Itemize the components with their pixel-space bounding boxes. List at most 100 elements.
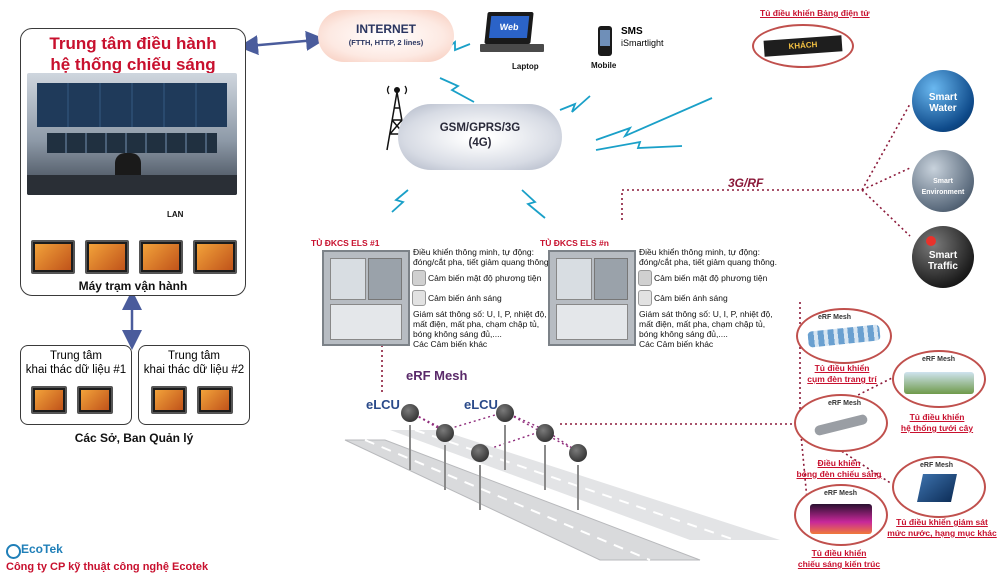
elcu-label-2: eLCU — [464, 397, 498, 412]
sensor-density-icon-n — [638, 270, 652, 286]
brand-company: Công ty CP kỹ thuật công nghệ Ecotek — [6, 561, 209, 573]
device-irrigation-l2: hệ thống tưới cây — [900, 423, 974, 433]
mobile-phone-icon — [598, 26, 612, 56]
cabinet-n-m2: mất điện, mất pha, chạm chập tủ, — [639, 319, 766, 329]
internet-sub: (FTTH, HTTP, 2 lines) — [348, 38, 424, 47]
cabinet-n-d2: đóng/cắt pha, tiết giảm quang thông. — [639, 257, 777, 267]
device-decor-l2: cụm đèn trang trí — [807, 374, 877, 384]
cabinet-n-title: TỦ ĐKCS ELS #n — [540, 238, 609, 248]
smart-traffic-l2: Traffic — [927, 261, 958, 272]
smart-traffic-l1: Smart — [928, 250, 958, 261]
device-water-l2: mức nước, hạng mục khác — [887, 528, 997, 538]
smart-environment-l2: Environment — [921, 189, 965, 196]
smart-water-l1: Smart — [928, 92, 958, 103]
device-streetlight-l1: Điều khiển — [817, 458, 861, 468]
device-streetlight-oval: eRF Mesh — [794, 394, 888, 452]
cabinet-n-m4: Các Cảm biến khác — [639, 339, 714, 349]
sensor-density-icon-1 — [412, 270, 426, 286]
data-center-2-monitor-1 — [151, 386, 187, 414]
cabinet-1-d1: Điều khiển thông minh, tự động: — [413, 247, 534, 257]
device-irrigation-oval: eRF Mesh — [892, 350, 986, 408]
data-center-2-line2: khai thác dữ liệu #2 — [143, 364, 245, 376]
smart-environment-l1: Smart — [933, 178, 953, 185]
cabinet-1-d2: đóng/cắt pha, tiết giảm quang thông. — [413, 257, 551, 267]
data-center-1-monitor-2 — [77, 386, 113, 414]
data-center-1-monitor-1 — [31, 386, 67, 414]
lan-label: LAN — [167, 210, 184, 219]
smart-water-sphere: Smart Water — [912, 70, 974, 132]
cabinet-1-image — [322, 250, 410, 346]
workstation-monitor-1 — [31, 240, 75, 274]
control-room-photo — [27, 73, 237, 195]
elcu-node-3 — [471, 444, 489, 462]
data-center-1-line2: khai thác dữ liệu #1 — [25, 364, 127, 376]
cabinet-n-image — [548, 250, 636, 346]
gsm-line1: GSM/GPRS/3G — [439, 122, 521, 134]
device-architecture-l2: chiếu sáng kiến trúc — [797, 559, 881, 569]
cabinet-1-m3: bóng không sáng đủ,.... — [413, 329, 502, 339]
control-center-panel: Trung tâm điều hành hệ thống chiếu sáng … — [20, 28, 246, 296]
departments-label: Các Sở, Ban Quản lý — [74, 431, 194, 445]
erf-mesh-label: eRF Mesh — [406, 368, 468, 383]
cabinet-1-m2: mất điện, mất pha, chạm chập tủ, — [413, 319, 540, 329]
device-architecture-l1: Tủ điều khiển — [811, 548, 867, 558]
smart-environment-sphere: Smart Environment — [912, 150, 974, 212]
cabinet-1-s1: Cảm biến mật độ phương tiện — [428, 273, 542, 283]
cabinet-n-m1: Giám sát thông số: U, I, P, nhiệt độ, — [639, 309, 773, 319]
cabinet-n-s1: Cảm biến mật độ phương tiện — [654, 273, 768, 283]
device-decor-l1: Tủ điều khiển — [814, 363, 870, 373]
elcu-node-5 — [536, 424, 554, 442]
workstation-monitor-2 — [85, 240, 129, 274]
workstation-monitor-4 — [193, 240, 237, 274]
device-water-oval: eRF Mesh — [892, 456, 986, 518]
control-center-title-1: Trung tâm điều hành — [49, 34, 217, 53]
mobile-sms: SMS — [621, 26, 643, 37]
rf-label: 3G/RF — [728, 176, 764, 190]
billboard-oval: KHÁCH — [752, 24, 854, 68]
device-architecture-tag: eRF Mesh — [824, 490, 858, 497]
brand-logo: EcoTek — [21, 542, 63, 556]
device-irrigation-tag: eRF Mesh — [922, 356, 956, 363]
cabinet-1-s2: Cảm biến ánh sáng — [428, 293, 502, 303]
wireless-bolts — [391, 40, 713, 219]
workstation-monitor-3 — [139, 240, 183, 274]
sensor-light-icon-1 — [412, 290, 426, 306]
smart-traffic-sphere: Smart Traffic — [912, 226, 974, 288]
device-architecture-oval: eRF Mesh — [794, 484, 888, 546]
data-center-2-line1: Trung tâm — [168, 350, 220, 362]
laptop-icon: Web — [484, 12, 534, 44]
gsm-line2: (4G) — [468, 137, 492, 149]
device-irrigation-l1: Tủ điều khiển — [909, 412, 965, 422]
device-streetlight-l2: bóng đèn chiếu sáng — [796, 469, 882, 479]
gsm-cloud: GSM/GPRS/3G (4G) — [398, 104, 562, 170]
data-center-2: Trung tâm khai thác dữ liệu #2 — [138, 345, 250, 425]
elcu-node-6 — [569, 444, 587, 462]
cabinet-n-d1: Điều khiển thông minh, tự động: — [639, 247, 760, 257]
ecotek-logo-icon — [6, 544, 21, 559]
arrow-control-internet — [238, 30, 326, 56]
device-streetlight-tag: eRF Mesh — [828, 400, 862, 407]
elcu-node-2 — [436, 424, 454, 442]
internet-title: INTERNET — [356, 22, 416, 36]
data-center-1-line1: Trung tâm — [50, 350, 102, 362]
cabinet-1-m1: Giám sát thông số: U, I, P, nhiệt độ, — [413, 309, 547, 319]
sensor-light-icon-n — [638, 290, 652, 306]
cabinet-n-m3: bóng không sáng đủ,.... — [639, 329, 728, 339]
internet-cloud: INTERNET (FTTH, HTTP, 2 lines) — [318, 10, 454, 62]
laptop-screen-text: Web — [488, 16, 530, 38]
cabinet-n-s2: Cảm biến ánh sáng — [654, 293, 728, 303]
workstations-label: Máy trạm vận hành — [78, 279, 188, 293]
device-decor-oval: eRF Mesh — [796, 308, 892, 364]
mobile-app: iSmartlight — [621, 38, 664, 48]
elcu-label-1: eLCU — [366, 397, 400, 412]
laptop-base — [480, 44, 544, 52]
mobile-label: Mobile — [591, 61, 617, 70]
device-water-l1: Tủ điều khiển giám sát — [896, 517, 988, 527]
control-center-title-2: hệ thống chiếu sáng — [50, 55, 216, 74]
billboard-sign: KHÁCH — [763, 35, 843, 57]
cabinet-1-m4: Các Cảm biến khác — [413, 339, 488, 349]
cabinet-1-title: TỦ ĐKCS ELS #1 — [311, 238, 380, 248]
light-poles — [409, 425, 579, 510]
device-decor-tag: eRF Mesh — [818, 314, 852, 321]
data-center-1: Trung tâm khai thác dữ liệu #1 — [20, 345, 132, 425]
